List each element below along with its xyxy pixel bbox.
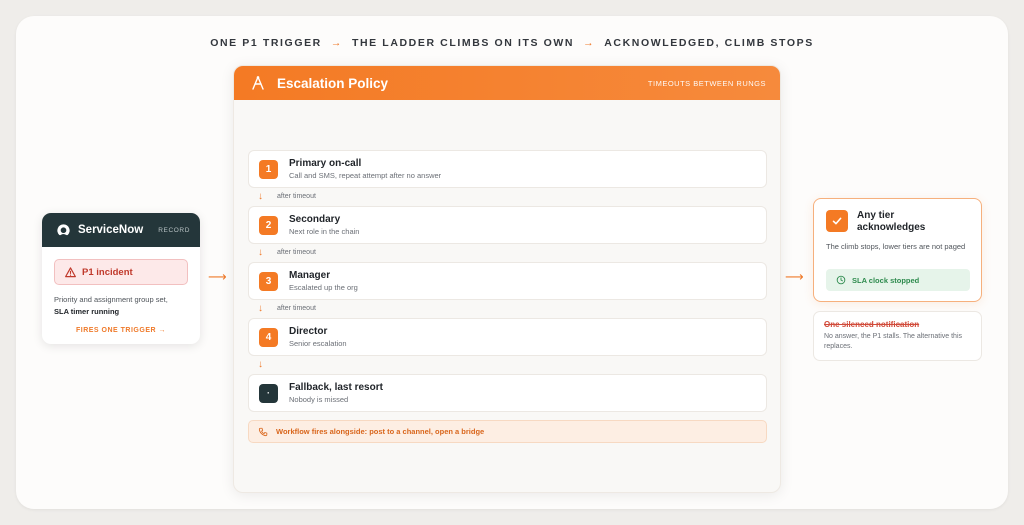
rung-number-badge: 2 (259, 215, 278, 235)
connector-label: after timeout (277, 193, 316, 200)
arrow-down-icon: ↓ (258, 247, 263, 258)
policy-note: TIMEOUTS BETWEEN RUNGS (647, 78, 766, 88)
record-tag: RECORD (158, 226, 190, 234)
rung-secondary[interactable]: 2 Secondary Next role in the chain (248, 206, 767, 244)
rung-description: Escalated up the org (289, 283, 358, 292)
check-icon (832, 217, 842, 225)
acknowledge-card[interactable]: Any tier acknowledges The climb stops, l… (813, 198, 982, 302)
acknowledge-description: The climb stops, lower tiers are not pag… (826, 242, 966, 251)
rung-name: Secondary (289, 214, 341, 225)
incident-description: Priority and assignment group set, SLA t… (54, 294, 188, 318)
connector-label: after timeout (277, 305, 316, 312)
acknowledge-title-line-2: acknowledges (857, 222, 926, 233)
rung-name: Primary on-call (289, 158, 362, 169)
rung-manager[interactable]: 3 Manager Escalated up the org (248, 262, 767, 300)
rung-name: Fallback, last resort (289, 382, 383, 393)
rung-name: Manager (289, 270, 331, 281)
acknowledge-title: Any tier acknowledges (857, 210, 925, 234)
flow-arrow-icon: ⟶ (208, 269, 227, 284)
rung-fallback[interactable]: · Fallback, last resort Nobody is missed (248, 374, 767, 412)
sla-status-text: SLA clock stopped (852, 275, 920, 285)
fallback-badge: · (259, 383, 278, 403)
arrow-down-icon: ↓ (258, 359, 263, 370)
headline-arrow-icon: → (330, 37, 343, 49)
phone-icon (258, 427, 268, 436)
silenced-title: One silenced notification (824, 320, 920, 329)
workflow-text: Workflow fires alongside: post to a chan… (276, 427, 485, 436)
timeout-connector: ↓ after timeout (258, 303, 316, 314)
sla-timer-status: SLA timer running (54, 307, 120, 316)
arrow-down-icon: ↓ (258, 191, 263, 202)
rung-number-badge: 1 (259, 159, 278, 179)
rung-description: Next role in the chain (289, 227, 360, 236)
timeout-connector: ↓ after timeout (258, 247, 316, 258)
headline-arrow-icon: → (583, 37, 596, 49)
flow-headline: ONE P1 TRIGGER → THE LADDER CLIMBS ON ITS … (0, 37, 1024, 49)
policy-title: Escalation Policy (277, 75, 389, 91)
arrow-down-icon: ↓ (258, 303, 263, 314)
warning-icon (65, 266, 76, 277)
rung-description: Call and SMS, repeat attempt after no an… (289, 171, 442, 180)
connector-label: after timeout (277, 249, 316, 256)
rung-primary[interactable]: 1 Primary on-call Call and SMS, repeat a… (248, 150, 767, 188)
servicenow-card[interactable]: ServiceNow RECORD P1 incident Priority a… (42, 213, 200, 344)
p1-incident-badge: P1 incident (54, 259, 188, 285)
rung-number-badge: 3 (259, 271, 278, 291)
policy-header: Escalation Policy TIMEOUTS BETWEEN RUNGS (234, 66, 780, 100)
fallback-connector: ↓ (258, 359, 277, 370)
fires-trigger-link[interactable]: FIRES ONE TRIGGER → (75, 327, 166, 334)
servicenow-brand: ServiceNow (78, 224, 144, 236)
escalation-policy-panel: Escalation Policy TIMEOUTS BETWEEN RUNGS… (233, 65, 781, 493)
ladder-logo-icon (252, 76, 264, 90)
clock-icon (836, 275, 846, 285)
timeout-connector: ↓ after timeout (258, 191, 316, 202)
rung-director[interactable]: 4 Director Senior escalation (248, 318, 767, 356)
sla-status-badge: SLA clock stopped (826, 269, 970, 291)
silenced-notification-card: One silenced notification No answer, the… (813, 311, 982, 361)
servicenow-logo-icon (57, 223, 70, 235)
headline-step-1: ONE P1 TRIGGER (210, 37, 322, 49)
acknowledge-title-line-1: Any tier (857, 210, 895, 221)
rung-description: Senior escalation (289, 339, 347, 348)
checkmark-icon (826, 210, 848, 232)
incident-description-text: Priority and assignment group set, (54, 295, 168, 304)
rung-description: Nobody is missed (289, 395, 349, 404)
servicenow-header: ServiceNow RECORD (42, 213, 200, 247)
incident-label: P1 incident (82, 266, 133, 278)
headline-step-3: ACKNOWLEDGED, CLIMB STOPS (604, 37, 814, 49)
rung-number-badge: 4 (259, 327, 278, 347)
flow-arrow-icon: ⟶ (785, 269, 804, 284)
silenced-description: No answer, the P1 stalls. The alternativ… (824, 333, 962, 350)
headline-step-2: THE LADDER CLIMBS ON ITS OWN (351, 37, 575, 49)
rung-name: Director (289, 326, 328, 337)
workflow-banner: Workflow fires alongside: post to a chan… (248, 420, 767, 443)
